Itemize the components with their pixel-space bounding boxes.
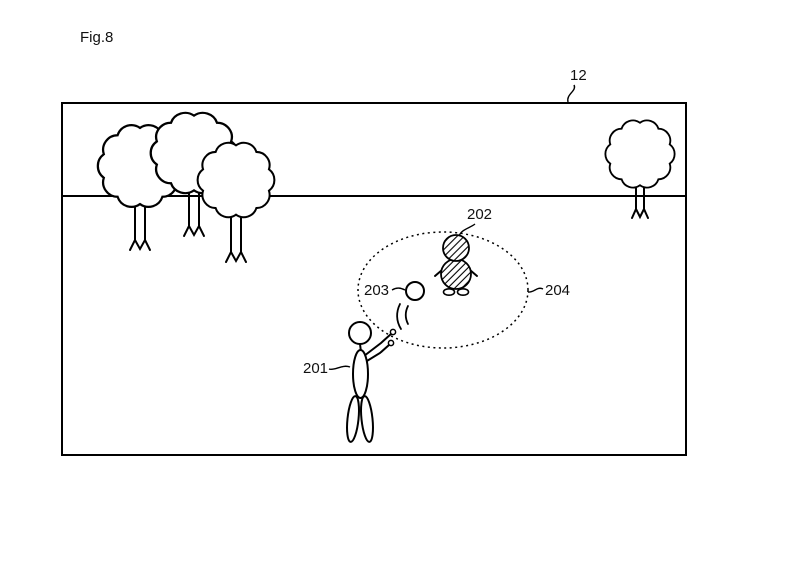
ref-204-leader bbox=[527, 287, 544, 293]
motion-line-long bbox=[396, 303, 402, 330]
character-head bbox=[442, 234, 470, 262]
ref-202-leader bbox=[458, 223, 476, 237]
character-foot-right bbox=[456, 287, 470, 296]
tree-group-left bbox=[96, 111, 276, 264]
tree bbox=[196, 141, 276, 264]
ref-202-label: 202 bbox=[467, 206, 492, 223]
tree-foliage bbox=[604, 119, 676, 189]
player-arm-lower bbox=[361, 344, 390, 365]
character-figure bbox=[434, 234, 478, 296]
figure-label: Fig.8 bbox=[80, 29, 113, 46]
player-arm-upper bbox=[363, 333, 392, 357]
player-figure bbox=[346, 321, 397, 443]
ref-201-leader bbox=[328, 365, 351, 371]
tree-foliage bbox=[196, 141, 276, 219]
ref-203-label: 203 bbox=[364, 282, 389, 299]
dotted-region-ellipse bbox=[357, 231, 529, 349]
ball bbox=[405, 281, 425, 301]
character-foot-left bbox=[442, 287, 456, 296]
player-head bbox=[348, 321, 372, 345]
ref-203-leader bbox=[391, 287, 406, 291]
tree bbox=[96, 124, 184, 252]
character-body bbox=[440, 258, 472, 290]
ref-204-label: 204 bbox=[545, 282, 570, 299]
ref-12-label: 12 bbox=[570, 67, 587, 84]
ref-12-leader bbox=[567, 84, 576, 103]
player-hand-lower bbox=[387, 339, 395, 347]
player-hand-upper bbox=[389, 328, 397, 336]
player-torso bbox=[352, 349, 369, 399]
motion-line-short bbox=[404, 305, 409, 325]
ref-201-label: 201 bbox=[303, 360, 328, 377]
tree-right bbox=[604, 119, 676, 220]
player-leg-left bbox=[346, 395, 360, 443]
